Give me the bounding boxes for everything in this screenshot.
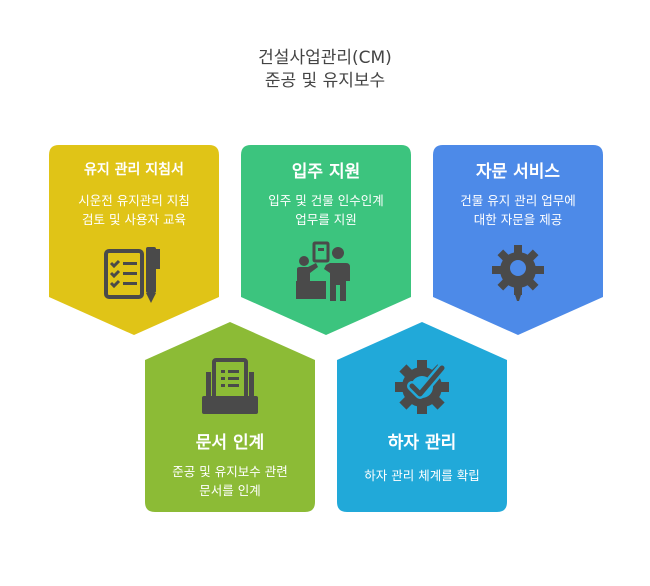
card-description: 준공 및 유지보수 관련 문서를 인계 <box>151 462 309 500</box>
card-maintenance-manual: 유지 관리 지침서 시운전 유지관리 지침 검토 및 사용자 교육 <box>49 145 219 335</box>
card-heading: 유지 관리 지침서 <box>84 162 184 178</box>
card-move-in-support: 입주 지원 입주 및 건물 인수인계 업무를 지원 <box>241 145 411 335</box>
card-description-line-1: 하자 관리 체계를 확립 <box>364 468 480 483</box>
card-heading: 입주 지원 <box>291 162 361 182</box>
card-advisory-service: 자문 서비스 건물 유지 관리 업무에 대한 자문을 제공 <box>433 145 603 335</box>
title-line-2: 준공 및 유지보수 <box>264 71 386 91</box>
card-shape <box>241 145 411 335</box>
card-description-line-1: 입주 및 건물 인수인계 <box>268 193 384 208</box>
gear-check-icon <box>395 360 449 414</box>
card-heading: 하자 관리 <box>387 433 457 453</box>
card-document-handover: 문서 인계 준공 및 유지보수 관련 문서를 인계 <box>145 322 315 512</box>
card-description-line-2: 검토 및 사용자 교육 <box>82 212 186 227</box>
card-shape <box>433 145 603 335</box>
card-description: 하자 관리 체계를 확립 <box>343 466 501 485</box>
people-handover-icon <box>296 241 350 301</box>
card-heading: 자문 서비스 <box>475 162 561 182</box>
card-description-line-1: 건물 유지 관리 업무에 <box>460 193 576 208</box>
card-defect-management: 하자 관리 하자 관리 체계를 확립 <box>337 322 507 512</box>
card-description: 입주 및 건물 인수인계 업무를 지원 <box>247 191 405 229</box>
document-tray-icon <box>202 358 258 414</box>
card-description-line-2: 대한 자문을 제공 <box>473 212 563 227</box>
card-description-line-1: 준공 및 유지보수 관련 <box>172 464 288 479</box>
manual-pen-icon <box>104 247 160 303</box>
card-description: 건물 유지 관리 업무에 대한 자문을 제공 <box>439 191 597 229</box>
gear-lightbulb-icon <box>492 245 544 301</box>
card-description-line-2: 문서를 인계 <box>199 483 261 498</box>
card-description-line-2: 업무를 지원 <box>295 212 357 227</box>
card-description: 시운전 유지관리 지침 검토 및 사용자 교육 <box>55 191 213 229</box>
card-shape <box>337 322 507 512</box>
diagram-title: 건설사업관리(CM) 준공 및 유지보수 <box>0 47 650 93</box>
card-description-line-1: 시운전 유지관리 지침 <box>78 193 190 208</box>
card-heading: 문서 인계 <box>195 433 265 453</box>
title-line-1: 건설사업관리(CM) <box>258 48 392 68</box>
card-shape <box>145 322 315 512</box>
card-shape <box>49 145 219 335</box>
